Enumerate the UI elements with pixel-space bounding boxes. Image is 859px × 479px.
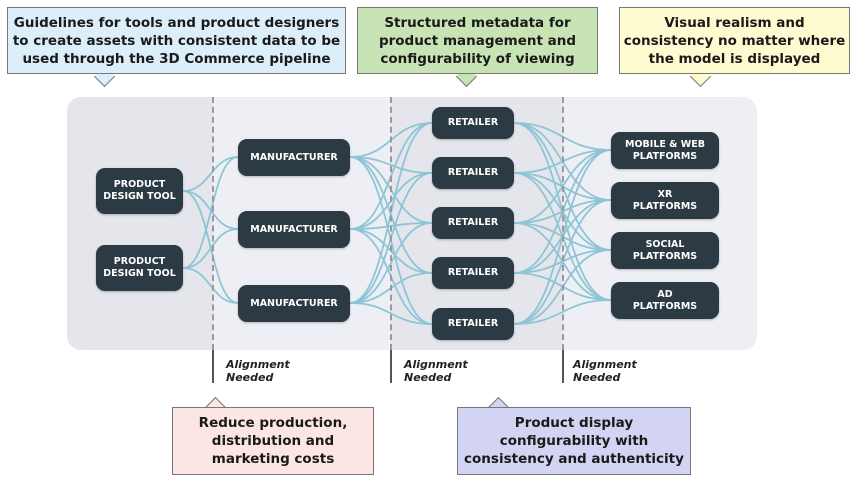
retailer-node: RETAILER (432, 107, 514, 139)
retailer-node: RETAILER (432, 157, 514, 189)
ad-platforms-node: AD PLATFORMS (611, 282, 719, 319)
social-platforms-node: SOCIAL PLATFORMS (611, 232, 719, 269)
callout-product-display: Product display configurability with con… (457, 407, 691, 475)
callout-structured-metadata: Structured metadata for product manageme… (357, 7, 598, 74)
alignment-divider-2 (390, 97, 392, 350)
alignment-label-3: Alignment Needed (573, 358, 637, 384)
connection-line (182, 156, 239, 269)
connection-line (182, 156, 239, 192)
callout-guidelines: Guidelines for tools and product designe… (7, 7, 346, 74)
alignment-divider-3 (562, 97, 564, 350)
alignment-marker-2 (390, 350, 392, 383)
retailer-node: RETAILER (432, 207, 514, 239)
connection-line (182, 267, 239, 304)
retailer-node: RETAILER (432, 308, 514, 340)
xr-platforms-node: XR PLATFORMS (611, 182, 719, 219)
product-design-tool-node: PRODUCT DESIGN TOOL (96, 245, 183, 291)
callout-visual-realism: Visual realism and consistency no matter… (619, 7, 850, 74)
callout-reduce-costs: Reduce production, distribution and mark… (172, 407, 374, 475)
alignment-label-2: Alignment Needed (404, 358, 468, 384)
manufacturer-node: MANUFACTURER (238, 139, 350, 176)
manufacturer-node: MANUFACTURER (238, 211, 350, 248)
product-design-tool-node: PRODUCT DESIGN TOOL (96, 168, 183, 214)
alignment-divider-1 (212, 97, 214, 350)
manufacturer-node: MANUFACTURER (238, 285, 350, 322)
mobile-web-platforms-node: MOBILE & WEB PLATFORMS (611, 132, 719, 169)
connection-line (182, 228, 239, 269)
tool-band (67, 97, 213, 350)
retailer-node: RETAILER (432, 257, 514, 289)
alignment-marker-1 (212, 350, 214, 383)
alignment-label-1: Alignment Needed (226, 358, 290, 384)
alignment-marker-3 (562, 350, 564, 383)
